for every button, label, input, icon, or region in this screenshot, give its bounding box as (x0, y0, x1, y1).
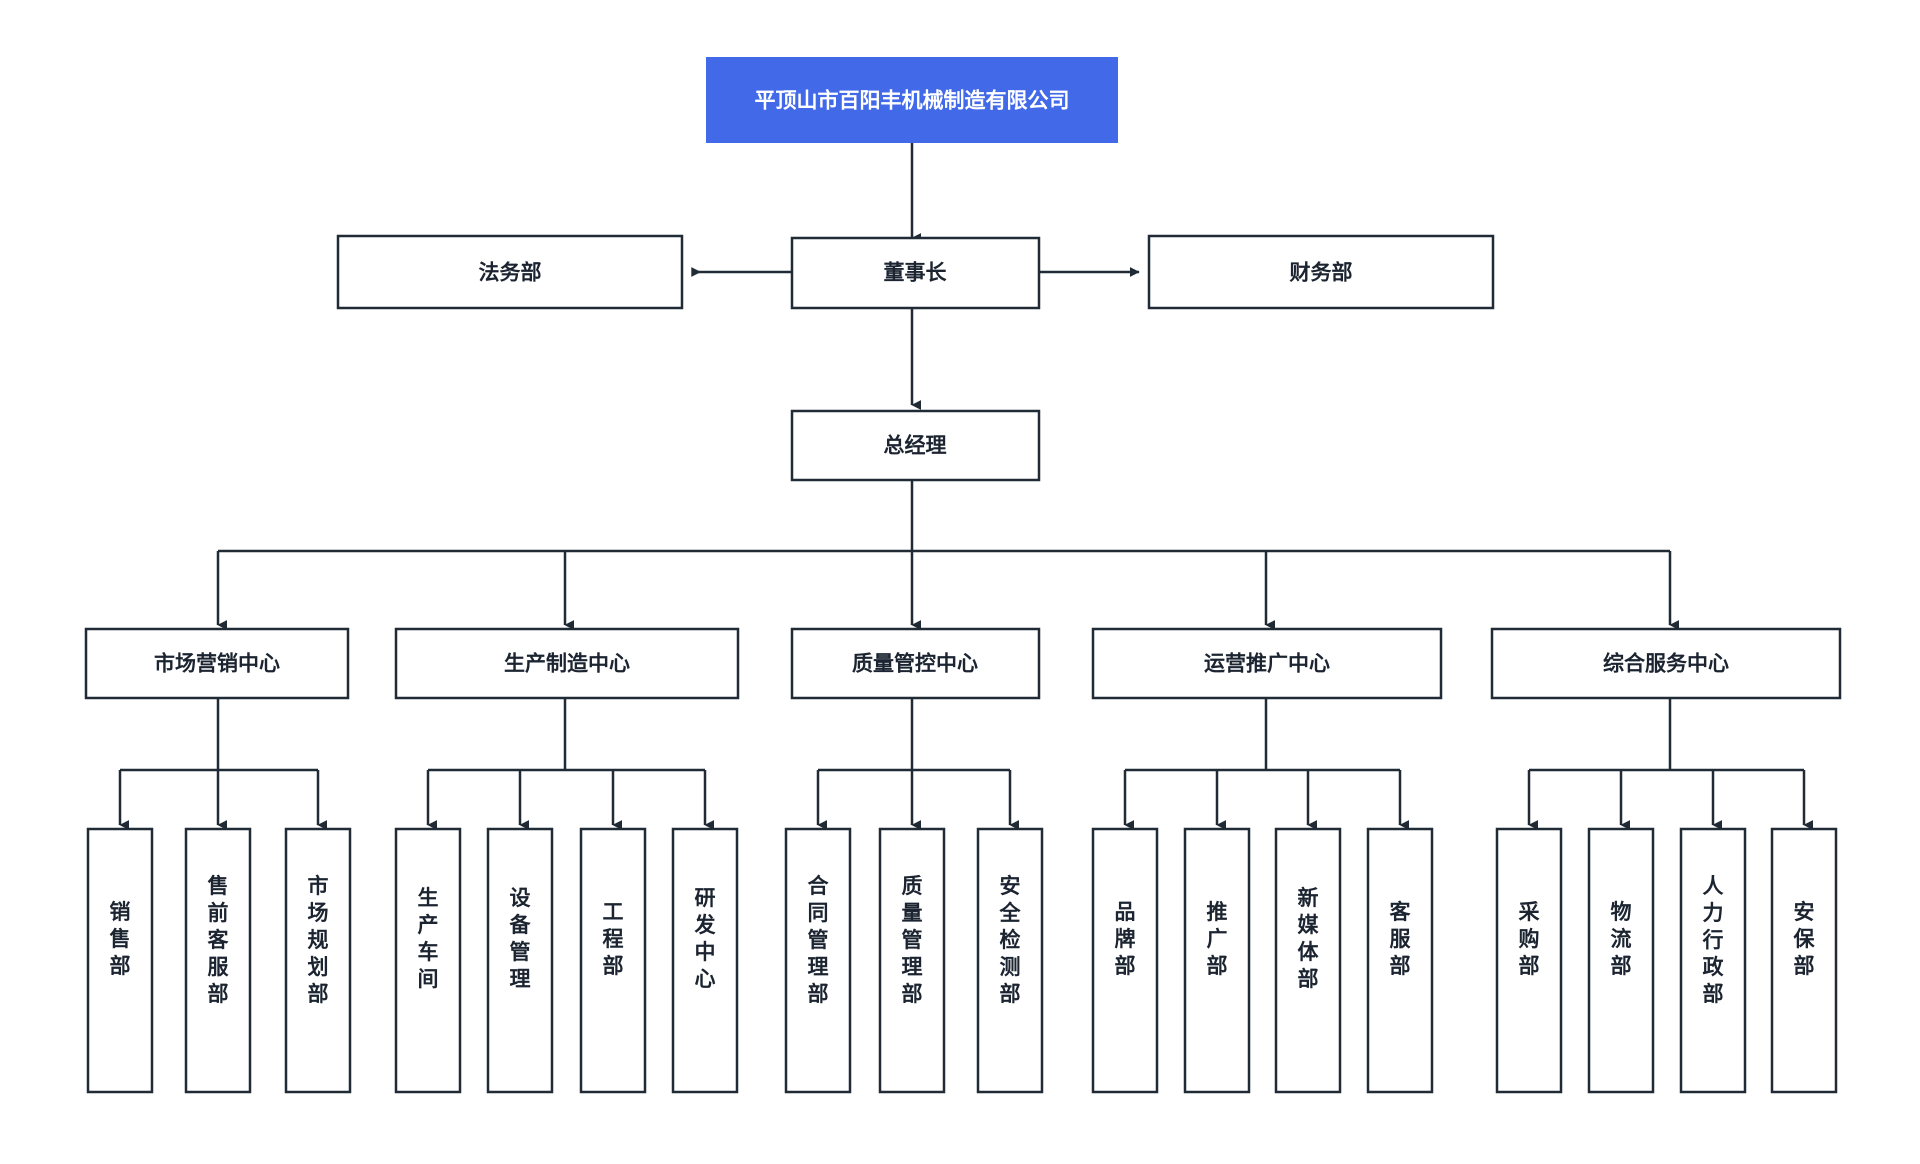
connector-layer (118, 143, 1813, 830)
node-dept-logistics[interactable]: 物流部 (1587, 827, 1655, 1094)
node-center-quality[interactable]: 质量管控中心 (790, 627, 1041, 700)
node-legal-department[interactable]: 法务部 (336, 234, 684, 310)
node-dept-brand[interactable]: 品牌部 (1091, 827, 1159, 1094)
node-center-marketing[interactable]: 市场营销中心 (84, 627, 350, 700)
node-dept-procurement-label: 采购部 (1519, 901, 1540, 978)
node-company-root-label: 平顶山市百阳丰机械制造有限公司 (755, 89, 1070, 113)
node-dept-contract-management[interactable]: 合同管理部 (784, 827, 852, 1094)
node-dept-security[interactable]: 安保部 (1770, 827, 1838, 1094)
node-company-root[interactable]: 平顶山市百阳丰机械制造有限公司 (706, 57, 1118, 143)
node-dept-new-media[interactable]: 新媒体部 (1274, 827, 1342, 1094)
node-dept-safety-inspection-label: 安全检测部 (999, 874, 1022, 1006)
node-dept-customer-service-label: 客服部 (1390, 900, 1412, 978)
node-dept-brand-label: 品牌部 (1115, 901, 1136, 978)
node-center-production[interactable]: 生产制造中心 (394, 627, 740, 700)
node-dept-production-workshop-label: 生产车间 (418, 886, 439, 991)
node-dept-quality-management-label: 质量管理部 (902, 875, 923, 1006)
node-dept-hr-administration-label: 人力行政部 (1702, 875, 1725, 1006)
node-dept-promotion[interactable]: 推广部 (1183, 827, 1251, 1094)
node-dept-safety-inspection[interactable]: 安全检测部 (976, 827, 1044, 1094)
node-dept-hr-administration[interactable]: 人力行政部 (1679, 827, 1747, 1094)
node-legal-department-label: 法务部 (479, 261, 542, 285)
node-dept-production-workshop[interactable]: 生产车间 (394, 827, 462, 1094)
node-dept-procurement[interactable]: 采购部 (1495, 827, 1563, 1094)
node-dept-contract-management-label: 合同管理部 (808, 874, 830, 1006)
node-dept-presales-service[interactable]: 售前客服部 (184, 827, 252, 1094)
node-dept-new-media-label: 新媒体部 (1298, 886, 1320, 991)
node-finance-department[interactable]: 财务部 (1147, 234, 1495, 310)
node-dept-promotion-label: 推广部 (1207, 901, 1228, 978)
node-dept-equipment-management-label: 设备管理 (509, 887, 532, 991)
node-dept-rnd-center-label: 研发中心 (694, 887, 717, 991)
node-center-general-services[interactable]: 综合服务中心 (1490, 627, 1842, 700)
node-dept-rnd-center[interactable]: 研发中心 (671, 827, 739, 1094)
node-center-general-services-label: 综合服务中心 (1603, 652, 1729, 676)
node-chairman-label: 董事长 (884, 261, 948, 285)
node-center-marketing-label: 市场营销中心 (154, 652, 280, 676)
node-dept-market-planning[interactable]: 市场规划部 (284, 827, 352, 1094)
node-dept-presales-service-label: 售前客服部 (208, 874, 230, 1006)
node-dept-engineering-label: 工程部 (603, 901, 624, 978)
node-chairman[interactable]: 董事长 (790, 236, 1041, 310)
node-general-manager[interactable]: 总经理 (790, 409, 1041, 482)
node-center-operations-label: 运营推广中心 (1204, 652, 1330, 676)
node-dept-sales[interactable]: 销售部 (86, 827, 154, 1094)
node-finance-department-label: 财务部 (1290, 261, 1353, 285)
node-center-quality-label: 质量管控中心 (852, 652, 978, 676)
node-dept-logistics-label: 物流部 (1611, 900, 1632, 978)
node-dept-sales-label: 销售部 (110, 900, 131, 978)
node-dept-equipment-management[interactable]: 设备管理 (486, 827, 554, 1094)
node-dept-customer-service[interactable]: 客服部 (1366, 827, 1434, 1094)
node-general-manager-label: 总经理 (884, 434, 947, 458)
node-center-operations[interactable]: 运营推广中心 (1091, 627, 1443, 700)
node-dept-quality-management[interactable]: 质量管理部 (878, 827, 946, 1094)
node-dept-engineering[interactable]: 工程部 (579, 827, 647, 1094)
node-center-production-label: 生产制造中心 (504, 652, 630, 676)
node-dept-market-planning-label: 市场规划部 (308, 874, 329, 1006)
node-dept-security-label: 安保部 (1793, 900, 1816, 978)
